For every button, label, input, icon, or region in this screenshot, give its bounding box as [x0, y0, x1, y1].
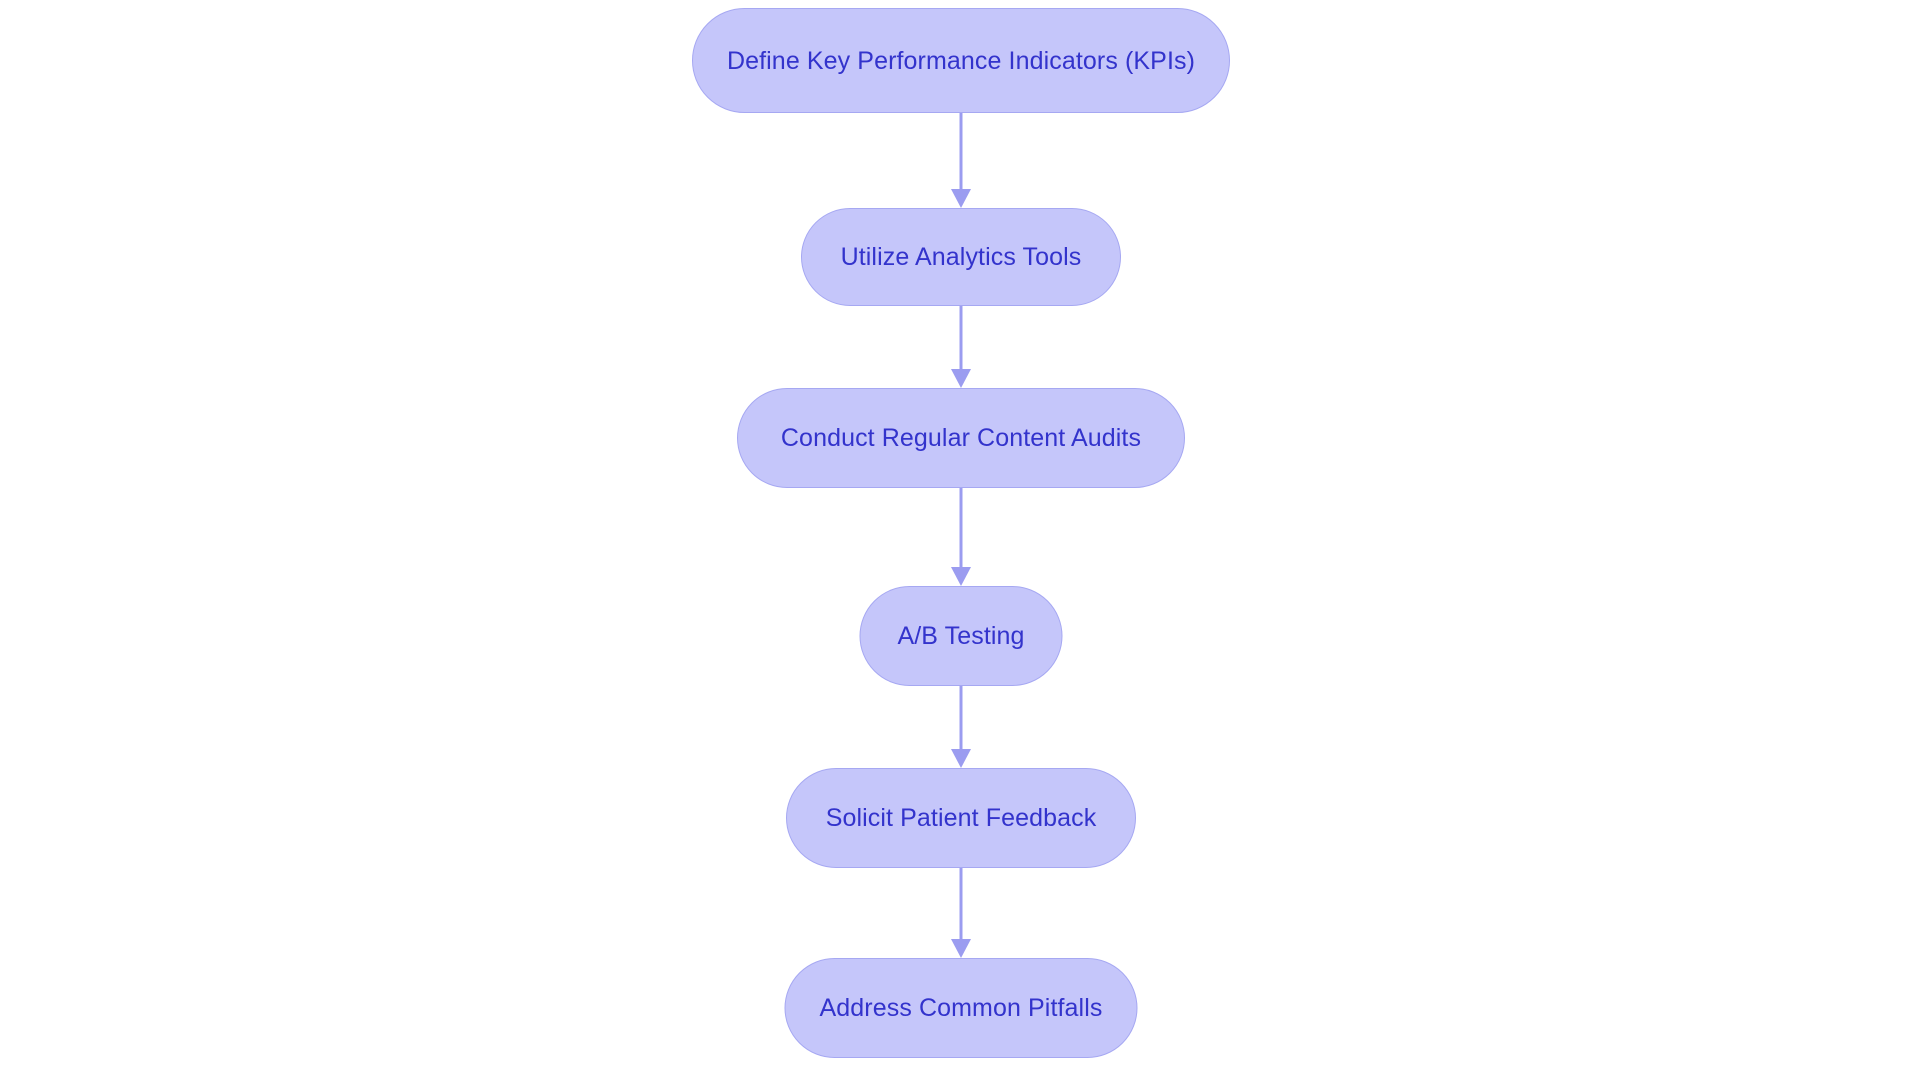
- arrowhead-icon: [951, 369, 971, 388]
- flow-node-define-kpis[interactable]: Define Key Performance Indicators (KPIs): [692, 8, 1230, 113]
- flow-node-label: Conduct Regular Content Audits: [780, 424, 1142, 452]
- flow-node-conduct-regular-content-audits[interactable]: Conduct Regular Content Audits: [737, 388, 1185, 488]
- flow-node-label: Solicit Patient Feedback: [825, 804, 1097, 832]
- connector-node2-node3: [951, 306, 971, 388]
- connector-node3-node4: [951, 488, 971, 586]
- arrowhead-icon: [951, 567, 971, 586]
- flow-node-label: Address Common Pitfalls: [819, 994, 1103, 1022]
- arrowhead-icon: [951, 939, 971, 958]
- flow-node-solicit-patient-feedback[interactable]: Solicit Patient Feedback: [786, 768, 1136, 868]
- flow-node-utilize-analytics-tools[interactable]: Utilize Analytics Tools: [801, 208, 1121, 306]
- flow-node-address-common-pitfalls[interactable]: Address Common Pitfalls: [784, 958, 1138, 1058]
- flow-node-label: A/B Testing: [897, 622, 1025, 650]
- flow-node-label: Utilize Analytics Tools: [840, 243, 1082, 271]
- arrowhead-icon: [951, 189, 971, 208]
- arrowhead-icon: [951, 749, 971, 768]
- flow-node-label: Define Key Performance Indicators (KPIs): [726, 46, 1196, 75]
- connector-node4-node5: [951, 686, 971, 768]
- connector-node1-node2: [951, 113, 971, 208]
- connector-node5-node6: [951, 868, 971, 958]
- flow-node-ab-testing[interactable]: A/B Testing: [859, 586, 1063, 686]
